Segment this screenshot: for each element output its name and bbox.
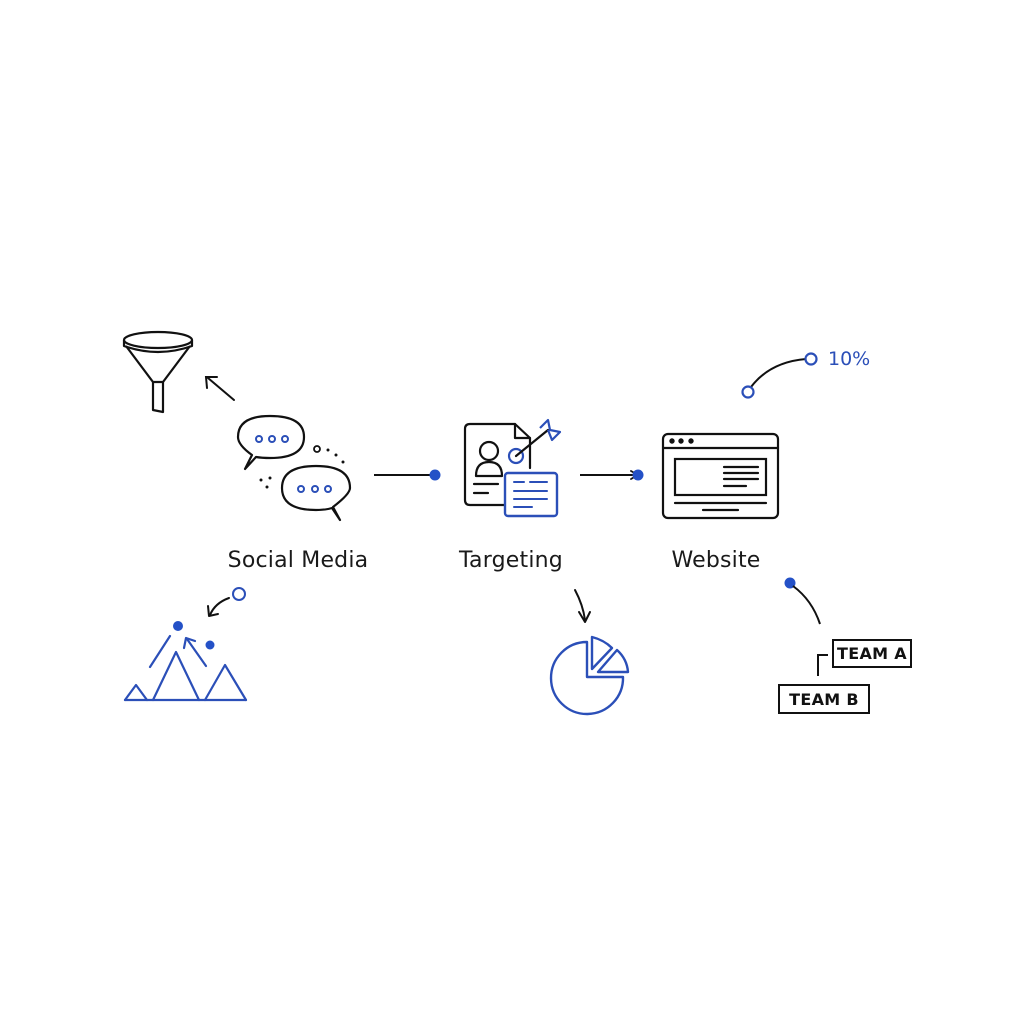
stage-label-website: Website bbox=[671, 548, 761, 573]
pie-chart-icon bbox=[549, 635, 630, 716]
arrow-to-funnel-icon bbox=[204, 376, 235, 401]
browser-window-icon bbox=[661, 432, 780, 520]
team-b-box: TEAM B bbox=[778, 684, 870, 714]
stage-label-targeting: Targeting bbox=[459, 548, 563, 573]
teams-connector bbox=[784, 577, 828, 676]
profile-target-icon bbox=[463, 418, 562, 518]
connector-social-to-targeting bbox=[374, 469, 441, 481]
stage-label-social-media: Social Media bbox=[227, 548, 369, 573]
conversion-rate-label: 10% bbox=[828, 348, 871, 370]
conversion-curve bbox=[741, 352, 818, 399]
funnel-icon bbox=[122, 330, 194, 414]
connector-targeting-to-website bbox=[580, 469, 644, 481]
chat-bubbles-icon bbox=[236, 414, 352, 522]
down-arrow-icon bbox=[574, 589, 591, 623]
team-a-box: TEAM A bbox=[832, 639, 912, 668]
mountain-growth-icon bbox=[123, 587, 248, 702]
